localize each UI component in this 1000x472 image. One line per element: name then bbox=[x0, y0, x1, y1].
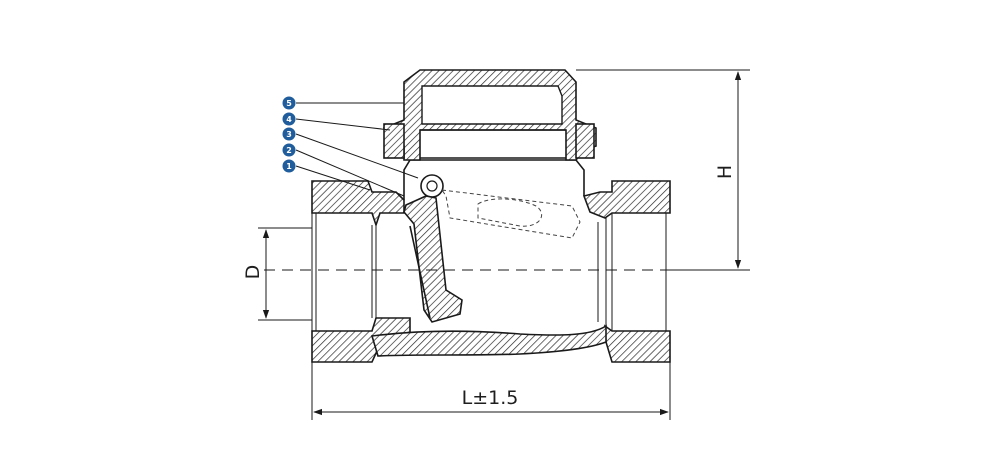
swing-disc bbox=[403, 174, 581, 323]
valve-bonnet bbox=[382, 69, 597, 161]
callout-5: 5 bbox=[282, 96, 296, 110]
callout-1: 1 bbox=[282, 159, 296, 173]
callout-1-label: 1 bbox=[286, 162, 292, 171]
height-label: H bbox=[714, 165, 736, 179]
callout-3: 3 bbox=[282, 127, 296, 141]
callout-2: 2 bbox=[282, 143, 296, 157]
diameter-label: D bbox=[242, 265, 264, 280]
height-dimension: H bbox=[576, 69, 750, 271]
valve-body bbox=[311, 159, 671, 363]
length-label: L±1.5 bbox=[462, 387, 519, 409]
callout-5-label: 5 bbox=[286, 99, 292, 108]
diameter-dimension: D bbox=[242, 227, 312, 321]
callout-3-label: 3 bbox=[286, 130, 292, 139]
callout-4-label: 4 bbox=[286, 115, 292, 124]
callout-leaders bbox=[295, 102, 419, 197]
callout-4: 4 bbox=[282, 112, 296, 126]
callout-2-label: 2 bbox=[286, 146, 292, 155]
length-dimension: L±1.5 bbox=[311, 362, 671, 420]
